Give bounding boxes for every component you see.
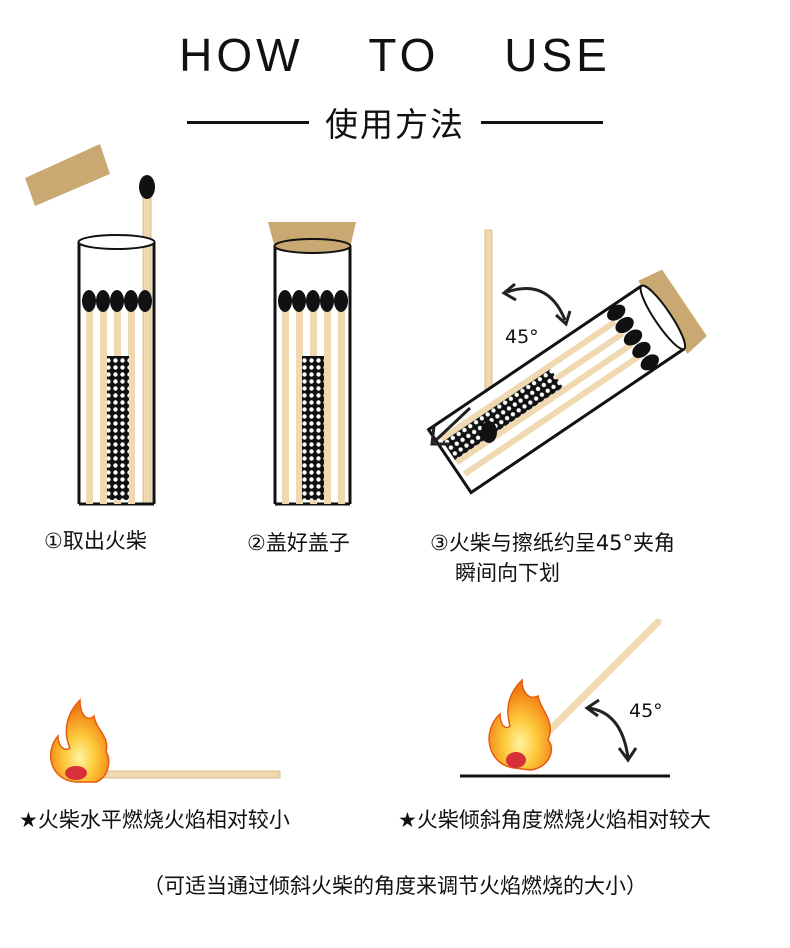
step1-pulled-match-head (139, 175, 155, 199)
step3-strike (426, 229, 707, 495)
step3-striker-strip (442, 369, 563, 460)
step1-striker-strip (107, 356, 129, 500)
step1-caption: ①取出火柴 (44, 529, 147, 553)
step3-match-head (615, 317, 634, 334)
step3-caption: ③火柴与擦纸约呈45°夹角 (430, 531, 676, 555)
step2-match-head (292, 290, 306, 312)
subtitle-left-rule (187, 120, 309, 124)
step2-match-head (278, 290, 292, 312)
step3-motion-arrow (432, 406, 472, 444)
step2-closed-jar (268, 222, 356, 506)
tilted-match-head-lit (506, 752, 526, 768)
flame-horizontal (49, 698, 281, 783)
step3-match-head (607, 304, 626, 321)
step2-caption: ②盖好盖子 (247, 531, 350, 555)
step3-tilted-jar (426, 269, 707, 495)
page-subtitle: 使用方法 (325, 105, 465, 144)
horizontal-match-head-lit (65, 766, 87, 780)
step3-cork-lid (638, 269, 707, 354)
step1-match-head (124, 290, 138, 312)
step2-match-head (334, 290, 348, 312)
step1-lid (25, 144, 110, 206)
step3-match-head (632, 341, 651, 358)
title-word-to: TO (368, 29, 440, 81)
page-title: HOW TO USE (0, 28, 790, 82)
subtitle-right-rule (481, 120, 603, 124)
step1-match-head (82, 290, 96, 312)
step1-match-head (138, 290, 152, 312)
step2-striker-strip (302, 356, 324, 500)
title-word-how: HOW (179, 29, 304, 81)
tilted-flame-caption: ★火柴倾斜角度燃烧火焰相对较大 (398, 808, 711, 832)
step2-match-head (306, 290, 320, 312)
flame-tilted (460, 618, 670, 778)
step1-match-head (110, 290, 124, 312)
tilted-angle-label: 45° (629, 700, 663, 722)
step3-caption-line2: 瞬间向下划 (455, 561, 560, 585)
horizontal-match-stick (84, 770, 281, 779)
title-word-use: USE (504, 29, 611, 81)
step1-jar-rim (77, 234, 156, 250)
step2-match-head (320, 290, 334, 312)
step3-angle-label: 45° (505, 326, 539, 348)
step1-open-jar (25, 144, 156, 506)
step3-angle-arrow (506, 287, 567, 321)
large-flame (488, 678, 553, 771)
step3-match-head (640, 354, 659, 371)
footnote: （可适当通过倾斜火柴的角度来调节火焰燃烧的大小） (143, 874, 647, 898)
small-flame (49, 698, 110, 783)
tilted-angle-arrow (587, 706, 630, 759)
horizontal-flame-caption: ★火柴水平燃烧火焰相对较小 (19, 808, 290, 832)
step3-strike-match-head (481, 421, 497, 443)
subtitle-row: 使用方法 (0, 100, 790, 144)
step1-match-head (96, 290, 110, 312)
step3-match-head (623, 329, 643, 346)
step2-jar-rim (273, 238, 352, 254)
